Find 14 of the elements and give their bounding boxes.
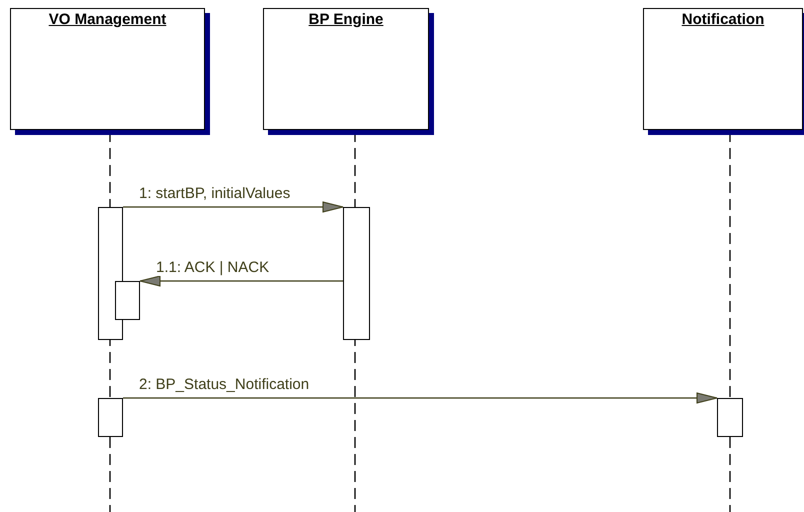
- message-label: 1: startBP, initialValues: [138, 185, 292, 202]
- activation-bar: [343, 207, 370, 340]
- message-label: 2: BP_Status_Notification: [138, 376, 310, 393]
- activation-bar: [115, 281, 140, 320]
- activation-bar: [98, 207, 123, 340]
- activation-bar: [98, 398, 123, 437]
- activation-bar: [717, 398, 743, 437]
- message-arrow: [123, 202, 344, 212]
- message-arrow: [140, 276, 343, 286]
- object-name: BP Engine: [308, 11, 384, 28]
- message-arrow: [123, 392, 718, 404]
- object-name: VO Management: [48, 11, 166, 28]
- object-name: Notification: [682, 11, 764, 28]
- message-label: 1.1: ACK | NACK: [155, 259, 270, 276]
